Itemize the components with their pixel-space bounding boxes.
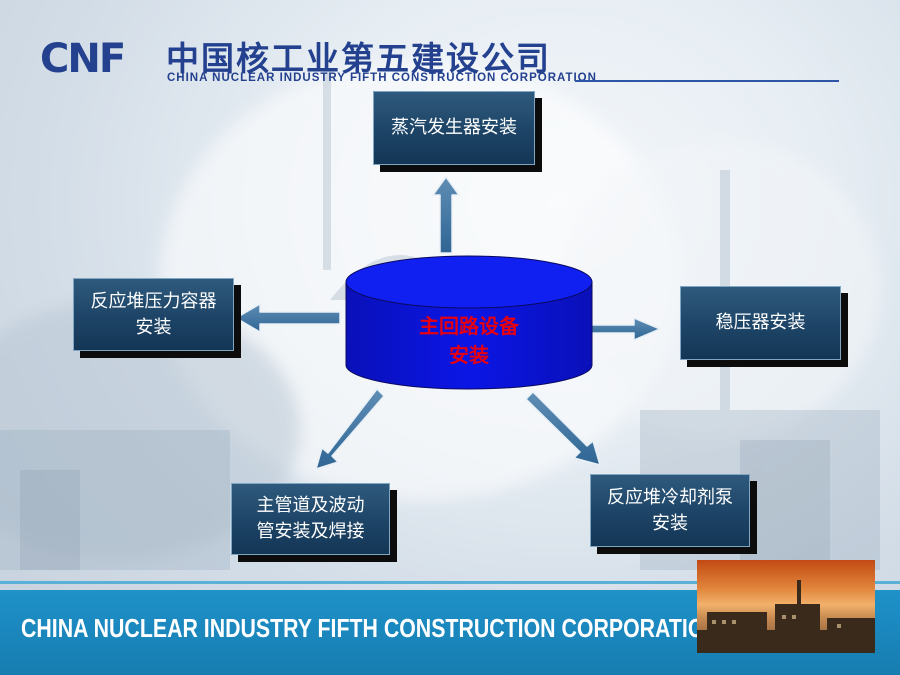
center-node-label: 主回路设备 安装	[346, 312, 592, 370]
arrow-to-top	[432, 176, 460, 254]
node-pressurizer: 稳压器安装	[680, 286, 841, 360]
node-label: 稳压器安装	[715, 312, 806, 333]
header-divider	[575, 80, 839, 82]
node-label-line1: 反应堆压力容器	[90, 290, 217, 312]
node-label: 蒸汽发生器安装	[391, 117, 517, 138]
arrow-to-bottom-right	[525, 391, 601, 466]
node-label-line2: 管安装及焊接	[256, 521, 365, 542]
company-name-chinese: 中国核工业第五建设公司	[166, 39, 551, 78]
node-steam-generator: 蒸汽发生器安装	[373, 91, 535, 165]
node-coolant-pump: 反应堆冷却剂泵 安装	[590, 474, 750, 547]
company-logo: CNF 中国核工业第五建设公司 CHINA NUCLEAR INDUSTRY F…	[40, 30, 600, 100]
arrow-to-bottom-left	[315, 388, 385, 470]
center-label-line2: 安装	[449, 343, 489, 367]
plant-sunset-photo	[697, 560, 875, 653]
node-reactor-pressure-vessel: 反应堆压力容器 安装	[73, 278, 234, 351]
node-label-line2: 安装	[135, 316, 172, 338]
node-label-line1: 主管道及波动	[256, 495, 365, 516]
center-label-line1: 主回路设备	[419, 314, 519, 338]
cnf-logo-mark: CNF	[40, 36, 126, 82]
plant-silhouette	[697, 580, 875, 653]
node-label-line2: 安装	[652, 512, 688, 534]
node-label-line1: 反应堆冷却剂泵	[607, 486, 733, 508]
arrow-to-left	[235, 303, 341, 333]
footer-company-name: CHINA NUCLEAR INDUSTRY FIFTH CONSTRUCTIO…	[21, 613, 720, 643]
node-main-piping: 主管道及波动 管安装及焊接	[231, 483, 390, 555]
footer-divider	[0, 581, 900, 584]
company-name-english: CHINA NUCLEAR INDUSTRY FIFTH CONSTRUCTIO…	[167, 72, 597, 84]
